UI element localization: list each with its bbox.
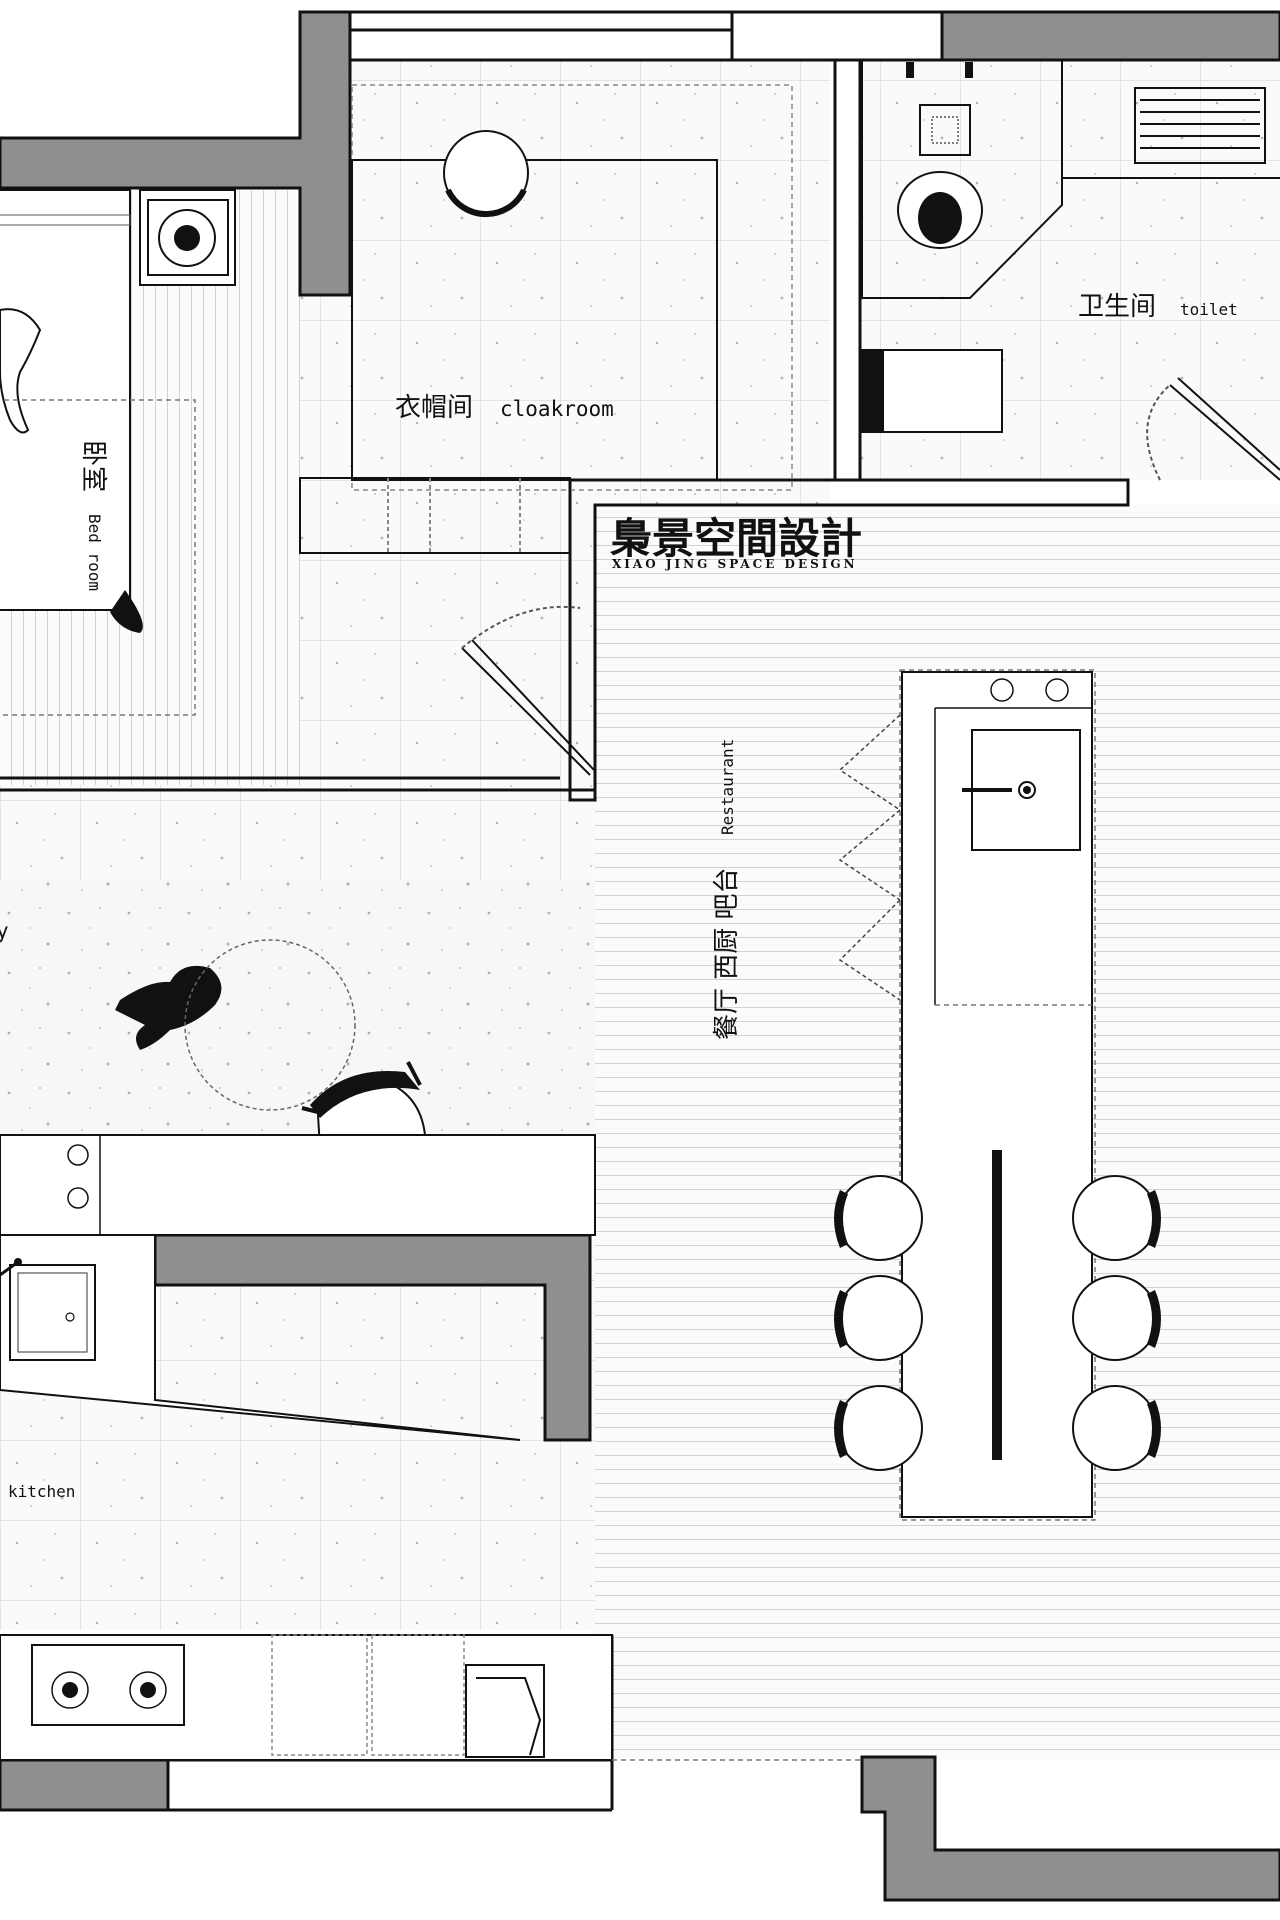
stove-icon — [147, 199, 229, 276]
burner-icon — [67, 1144, 89, 1166]
corridor-floor — [0, 785, 595, 880]
stove-icon — [31, 1644, 185, 1726]
toilet-label-cn: 卫生间 — [1078, 292, 1156, 322]
bedroom-label-cn: 卧室 — [78, 440, 108, 492]
cloakroom-island — [351, 159, 718, 481]
door-swing-icon — [461, 605, 595, 776]
restaurant-label-cn: 餐厅 西厨 吧台 — [712, 867, 742, 1040]
toilet-door-swing-icon — [1146, 377, 1280, 481]
round-stool-icon — [443, 130, 529, 218]
bar-island-outline — [899, 669, 1096, 1521]
burner-icon — [67, 1187, 89, 1209]
restaurant-label-en: Restaurant — [718, 739, 737, 835]
bar-divider-strip — [992, 1150, 1002, 1460]
chair-swing-path — [184, 939, 356, 1111]
bed-icon — [0, 189, 143, 633]
toilet-label-en: toilet — [1180, 300, 1238, 319]
shower-drain-icon — [919, 104, 971, 156]
cloakroom-label-cn: 衣帽间 — [395, 393, 473, 423]
kitchen-cabinet-run — [0, 1634, 613, 1761]
kitchen-sink-icon — [0, 1234, 521, 1441]
cloakroom-cabinet — [299, 477, 571, 554]
toilet-partition — [861, 59, 1063, 299]
fridge-icon — [465, 1664, 545, 1758]
cabinet-door-swings — [838, 714, 901, 1001]
person-icon — [897, 171, 983, 249]
brand-name-en: XIAO JING SPACE DESIGN — [612, 557, 858, 571]
burner-icon — [1045, 678, 1069, 702]
sink-icon — [962, 729, 1081, 851]
burner-icon — [990, 678, 1014, 702]
toilet-seat-icon — [861, 349, 1003, 433]
faucet-icon — [906, 62, 973, 78]
bedroom-rug — [0, 399, 196, 716]
kitchen-label: kitchen — [8, 1482, 75, 1501]
brand-name-cn: 梟景空間設計 — [609, 514, 862, 563]
dog-icon — [115, 965, 222, 1050]
living-floor — [0, 880, 595, 1135]
vanity-sink-icon — [1134, 87, 1266, 164]
cut-room-label: y — [0, 919, 9, 943]
kitchen-cabinets — [271, 1634, 465, 1756]
bedroom-label-en: Bed room — [85, 514, 104, 591]
walls — [0, 10, 1280, 1902]
chair-backs — [834, 1190, 1161, 1458]
cloakroom-label-en: cloakroom — [500, 397, 614, 421]
kitchen-counter — [0, 1134, 596, 1236]
